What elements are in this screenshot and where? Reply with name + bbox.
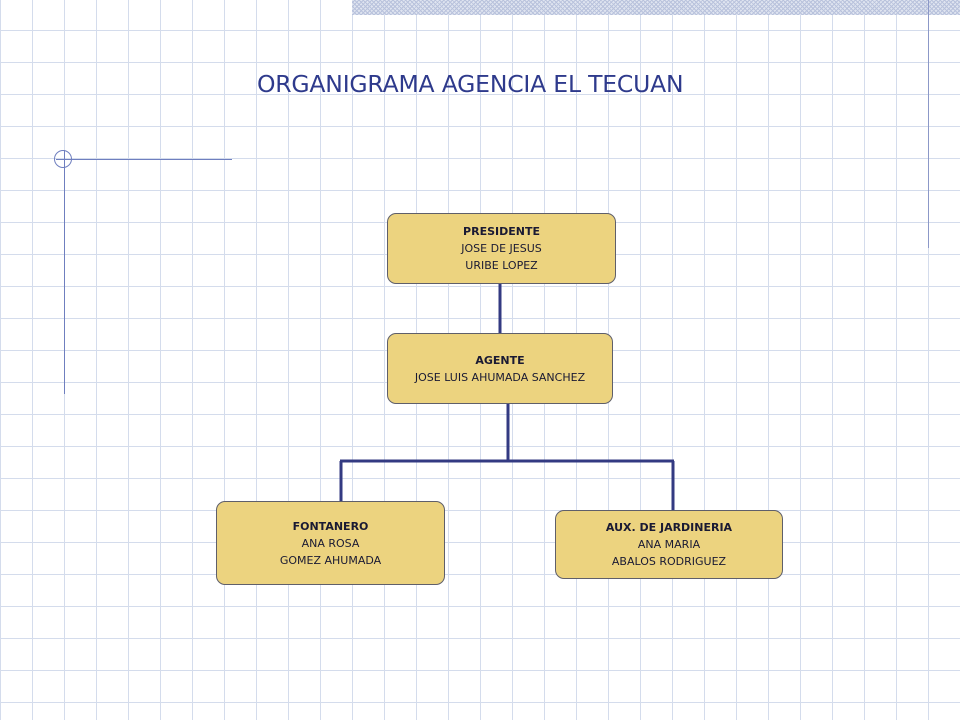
header-band — [352, 0, 960, 15]
org-node-agent: AGENTE JOSE LUIS AHUMADA SANCHEZ — [387, 333, 613, 404]
org-node-gardener: AUX. DE JARDINERIA ANA MARIA ABALOS RODR… — [555, 510, 783, 579]
org-node-plumber: FONTANERO ANA ROSA GOMEZ AHUMADA — [216, 501, 445, 585]
node-name-line: URIBE LOPEZ — [465, 259, 538, 272]
decorative-line-right — [928, 0, 929, 248]
node-name-line: ANA ROSA — [301, 536, 360, 550]
decorative-line-vertical — [64, 150, 65, 394]
org-node-president: PRESIDENTE JOSE DE JESUS URIBE LOPEZ — [387, 213, 616, 284]
node-role: FONTANERO — [292, 519, 369, 533]
node-role: AUX. DE JARDINERIA — [605, 521, 733, 534]
page-title: ORGANIGRAMA AGENCIA EL TECUAN — [257, 70, 684, 98]
node-name-line: ANA MARIA — [637, 538, 701, 551]
decorative-line-horizontal — [56, 159, 232, 160]
node-name-line: ABALOS RODRIGUEZ — [611, 555, 727, 568]
node-role: AGENTE — [475, 353, 525, 367]
node-name-line: JOSE DE JESUS — [461, 242, 542, 255]
node-name-line: JOSE LUIS AHUMADA SANCHEZ — [414, 370, 586, 384]
node-name-line: GOMEZ AHUMADA — [279, 553, 382, 567]
decorative-circle — [54, 150, 72, 168]
node-role: PRESIDENTE — [463, 225, 540, 238]
